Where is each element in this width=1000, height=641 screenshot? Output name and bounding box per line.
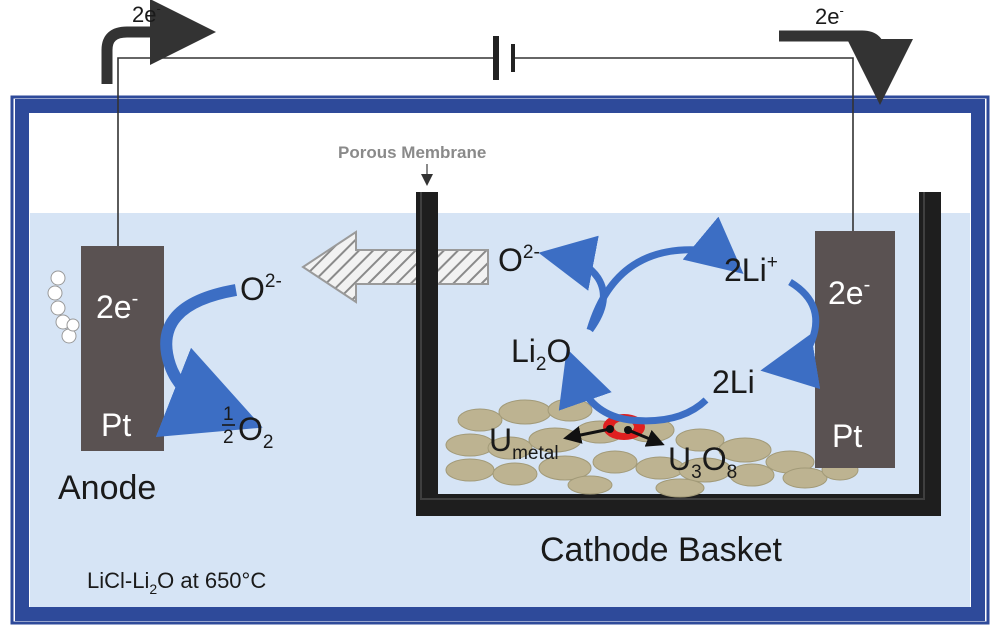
- cycle-lithium-metal: 2Li: [712, 364, 755, 400]
- oxygen-product: 1 2 O2: [222, 404, 273, 453]
- anode-reaction-arrow: [155, 284, 263, 438]
- cathode-electrode: [815, 231, 895, 468]
- uranium-oxide-label: U3O8: [668, 441, 737, 483]
- anode-material-label: Pt: [101, 407, 131, 443]
- cathode-electron-label: 2e-: [828, 274, 870, 311]
- electrolyte-label: LiCl-Li2O at 650°C: [87, 568, 266, 597]
- cathode-material-label: Pt: [832, 418, 862, 454]
- oxygen-bubbles: [47, 270, 80, 344]
- svg-text:O2: O2: [238, 411, 273, 453]
- cycle-lithium-oxide: Li2O: [511, 333, 571, 375]
- reduction-pointer-left: [563, 426, 611, 444]
- reduction-pointer-right: [627, 428, 665, 447]
- svg-text:2: 2: [223, 427, 234, 448]
- cycle-arrow-li-to-li2o: [558, 348, 709, 425]
- uranium-metal-label: Umetal: [489, 422, 559, 464]
- electron-flow-arrow-left: [101, 0, 216, 84]
- electron-label-right: 2e-: [815, 3, 844, 29]
- oxide-transport-arrow: [301, 230, 489, 304]
- electron-flow-arrow-right: [779, 30, 913, 105]
- cathode-basket: [416, 192, 941, 516]
- svg-text:1: 1: [223, 404, 234, 425]
- anode-electron-label: 2e-: [96, 288, 138, 325]
- cathode-basket-label: Cathode Basket: [540, 531, 782, 569]
- anode-label: Anode: [58, 469, 156, 507]
- porous-membrane-label: Porous Membrane: [338, 143, 486, 162]
- cycle-arrow-li2o-to-li-ion: [586, 216, 744, 331]
- anode-oxide-ion: O2-: [240, 271, 282, 307]
- cycle-oxide-ion: O2-: [498, 242, 540, 278]
- cycle-arrow-li-ion-to-li: [760, 279, 821, 389]
- cell-wall: [15, 99, 985, 621]
- anode-electrode: [81, 246, 164, 451]
- electron-label-left: 2e-: [132, 1, 161, 27]
- cycle-lithium-ion: 2Li+: [724, 252, 778, 288]
